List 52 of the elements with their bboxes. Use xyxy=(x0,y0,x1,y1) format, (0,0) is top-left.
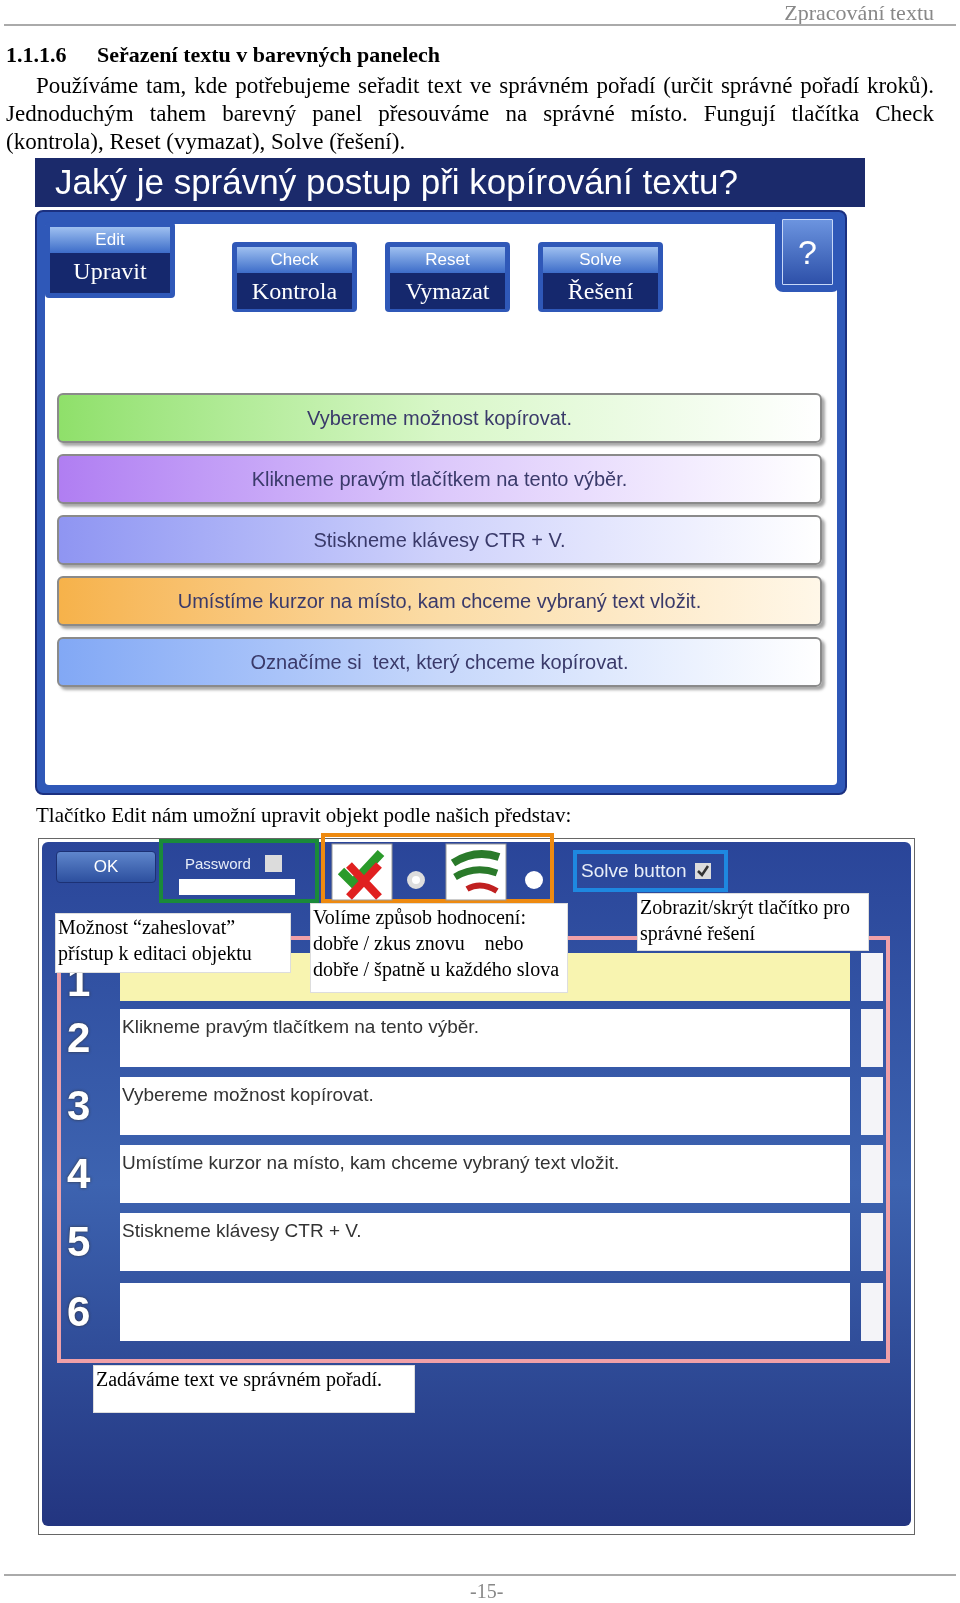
callout-box xyxy=(55,913,291,973)
highlight-frame xyxy=(159,839,319,903)
option-label: Solve button xyxy=(581,858,687,883)
callout-text: Možnost “zaheslovat” přístup k editaci objektu xyxy=(58,916,252,964)
panel-text: Klikneme pravým tlačítkem na tento výběr. xyxy=(251,467,628,492)
answer-panel xyxy=(57,454,822,504)
answer-panel xyxy=(57,576,822,626)
row-number: 6 xyxy=(67,1287,91,1337)
callout-text: Volíme způsob hodnocení: dobře / zkus znovu nebo dobře / špatně u každého slova xyxy=(313,906,560,980)
row-number: 5 xyxy=(67,1217,91,1267)
button-caption: Edit xyxy=(50,227,170,253)
button-caption: Check xyxy=(237,247,352,273)
body-text: Tlačítko Edit nám umožní upravit objekt podle našich představ: xyxy=(36,802,572,829)
quiz-title: Jaký je správný postup při kopírování textu? xyxy=(55,161,738,204)
page-number: -15- xyxy=(470,1579,504,1603)
section-heading: Seřazení textu v barevných panelech xyxy=(97,41,440,69)
button-caption: Solve xyxy=(543,247,658,273)
row-number: 2 xyxy=(67,1013,91,1063)
highlight-frame xyxy=(573,850,728,892)
button-label: Kontrola xyxy=(237,273,352,309)
toolbar-button xyxy=(232,242,357,312)
callout-box xyxy=(637,893,869,951)
callout-box xyxy=(310,903,568,993)
callout-box xyxy=(93,1365,415,1413)
section-number: 1.1.1.6 xyxy=(6,41,67,69)
answer-panel xyxy=(57,393,822,443)
row-number: 4 xyxy=(67,1149,91,1199)
ok-button xyxy=(56,851,156,883)
panel-text: Vybereme možnost kopírovat. xyxy=(307,406,572,431)
button-label: Upravit xyxy=(50,253,170,293)
body-paragraph: Používáme tam, kde potřebujeme seřadit text ve správném pořadí (určit správné pořadí kroků). Jednoduchým tahem barevný panel přesouváme na správné místo. Fungují tlačítka Check (kontrola), Reset (vymazat), Solve (řešení). xyxy=(6,72,934,156)
toolbar-button xyxy=(385,242,510,312)
button-label: Řešení xyxy=(543,273,658,309)
answer-panel xyxy=(57,515,822,565)
toolbar-button xyxy=(538,242,663,312)
callout-text: Zadáváme text ve správném pořadí. xyxy=(96,1368,382,1390)
row-text: Umístíme kurzor na místo, kam chceme vybraný text vložit. xyxy=(122,1151,620,1175)
highlight-frame xyxy=(321,833,554,903)
row-number: 3 xyxy=(67,1081,91,1131)
panel-text: Umístíme kurzor na místo, kam chceme vybraný text vložit. xyxy=(177,589,702,614)
button-caption: Reset xyxy=(390,247,505,273)
button-label: OK xyxy=(93,856,119,879)
row-text: Klikneme pravým tlačítkem na tento výběr. xyxy=(122,1015,479,1039)
button-label: Vymazat xyxy=(390,273,505,309)
callout-text: Zobrazit/skrýt tlačítko pro správné řešení xyxy=(640,896,851,944)
panel-text: Označíme si text, který chceme kopírovat. xyxy=(250,650,629,675)
running-header: Zpracování textu xyxy=(784,0,934,27)
row-text: Vybereme možnost kopírovat. xyxy=(122,1083,374,1107)
panel-text: Stiskneme klávesy CTR + V. xyxy=(313,528,566,553)
row-text: Stiskneme klávesy CTR + V. xyxy=(122,1219,362,1243)
password-label: Password xyxy=(185,854,251,874)
answer-panel xyxy=(57,637,822,687)
